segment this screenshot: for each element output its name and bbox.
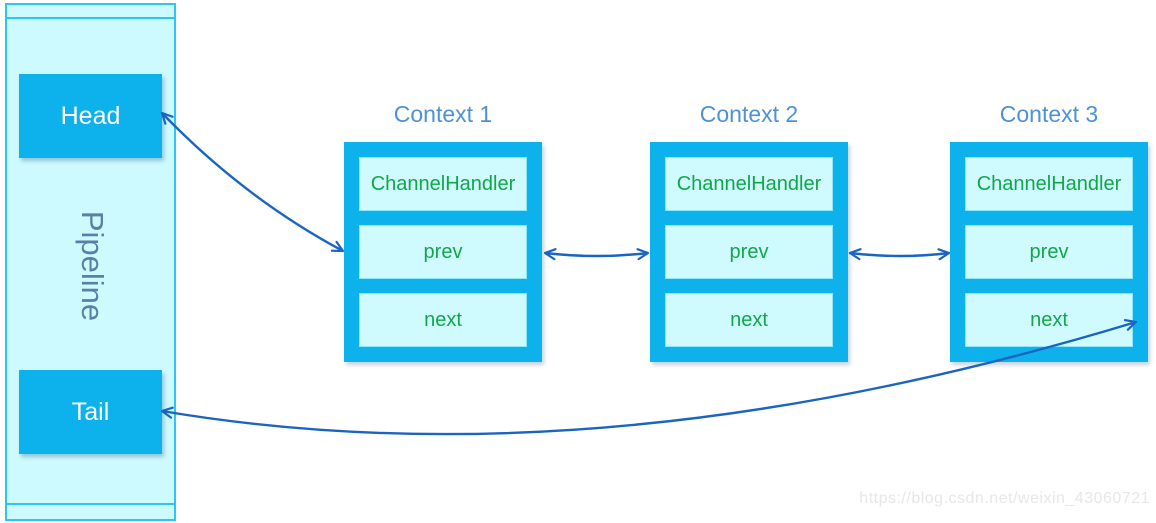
pipeline-container: Pipeline Head Tail bbox=[5, 3, 176, 521]
pipeline-bottom-band bbox=[7, 503, 174, 519]
context-1-title: Context 1 bbox=[393, 101, 493, 127]
context-2-prev-row: prev bbox=[665, 225, 833, 279]
context-3-next-row: next bbox=[965, 293, 1133, 347]
context-1-box: ChannelHandler prev next bbox=[344, 142, 542, 362]
context-1-next-row: next bbox=[359, 293, 527, 347]
watermark-text: https://blog.csdn.net/weixin_43060721 bbox=[859, 490, 1150, 507]
pipeline-top-band bbox=[7, 5, 174, 19]
context-3: Context 3 ChannelHandler prev next bbox=[950, 100, 1148, 362]
arrow-context1-prev-to-context2-prev bbox=[543, 248, 650, 261]
context-3-title: Context 3 bbox=[999, 101, 1099, 127]
head-node: Head bbox=[19, 74, 162, 158]
tail-node: Tail bbox=[19, 370, 162, 454]
pipeline-label: Pipeline bbox=[75, 210, 110, 322]
context-1-channelhandler-row: ChannelHandler bbox=[359, 157, 527, 211]
tail-node-label: Tail bbox=[71, 397, 110, 426]
context-2-channelhandler-row: ChannelHandler bbox=[665, 157, 833, 211]
head-node-label: Head bbox=[60, 101, 121, 130]
context-2-next-row: next bbox=[665, 293, 833, 347]
context-2-title: Context 2 bbox=[699, 101, 799, 127]
arrow-head-to-context1-prev bbox=[160, 111, 345, 253]
context-3-box: ChannelHandler prev next bbox=[950, 142, 1148, 362]
arrow-context2-prev-to-context3-prev bbox=[848, 248, 951, 261]
context-1-prev-row: prev bbox=[359, 225, 527, 279]
context-2: Context 2 ChannelHandler prev next bbox=[650, 100, 848, 362]
context-3-channelhandler-row: ChannelHandler bbox=[965, 157, 1133, 211]
context-1: Context 1 ChannelHandler prev next bbox=[344, 100, 542, 362]
context-3-prev-row: prev bbox=[965, 225, 1133, 279]
context-2-box: ChannelHandler prev next bbox=[650, 142, 848, 362]
